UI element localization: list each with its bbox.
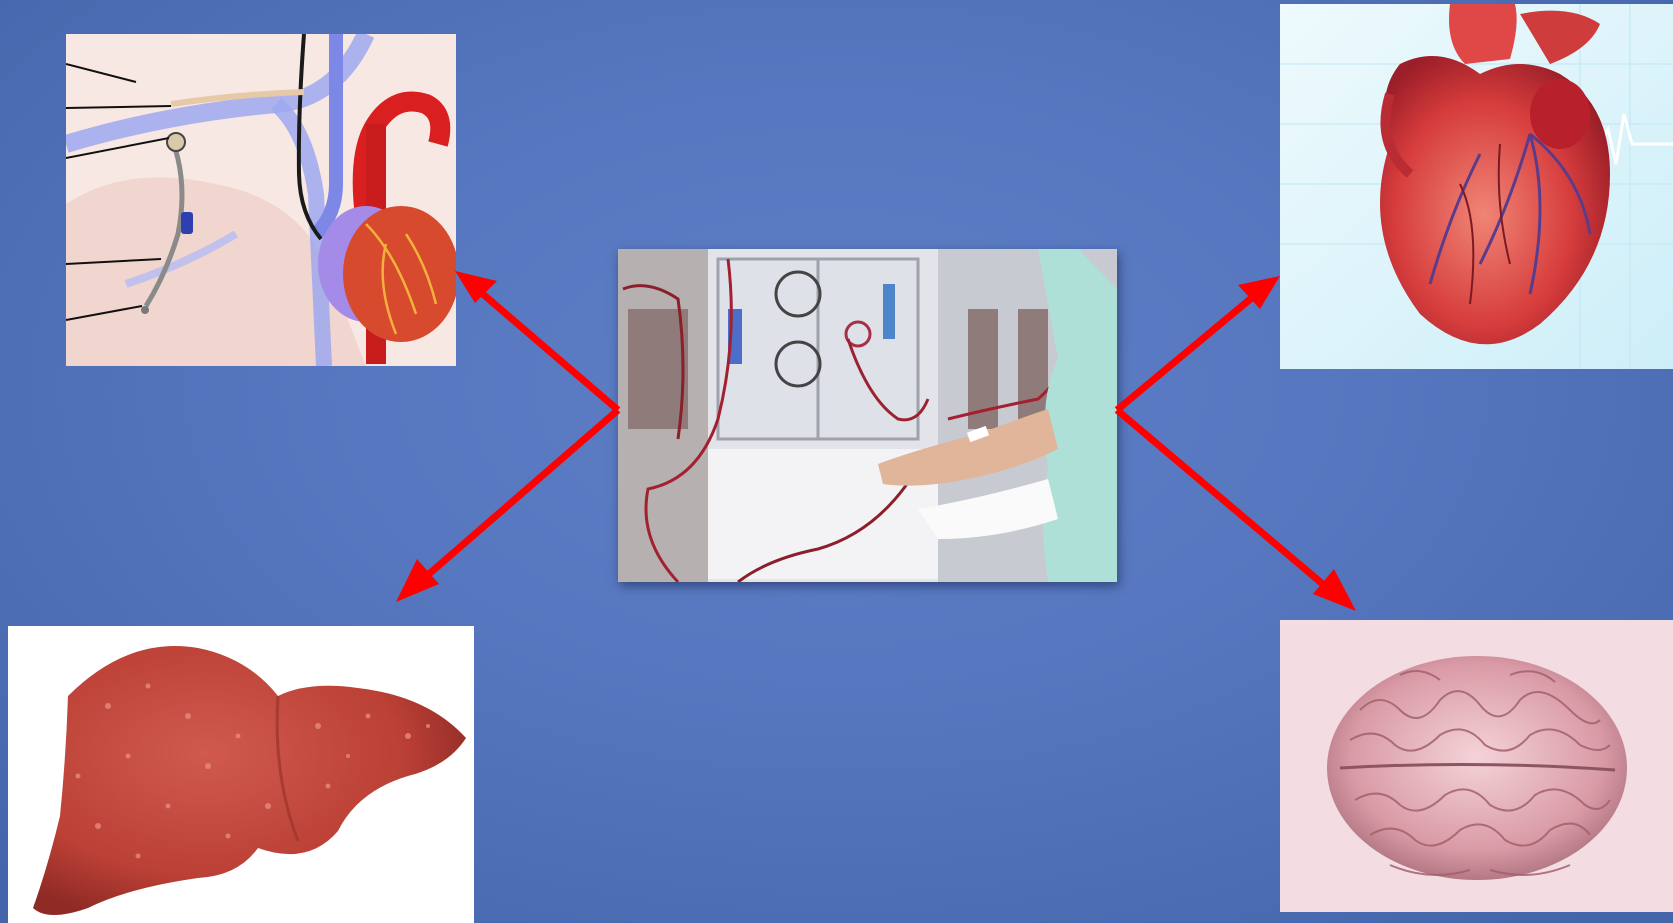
- hemodialysis-image: [618, 249, 1117, 582]
- arrow-to-liver-image: [414, 410, 618, 587]
- catheter-heart-image: [66, 34, 456, 366]
- arrowhead-liver: [396, 559, 439, 602]
- hemodialysis-photo: [618, 249, 1117, 582]
- heart-illustration: [1280, 4, 1673, 369]
- liver-illustration: [8, 626, 474, 923]
- heart-image: [1280, 4, 1673, 369]
- catheter-heart-illustration: [66, 34, 456, 366]
- arrowhead-brain: [1313, 569, 1356, 611]
- arrowhead-catheter: [455, 271, 497, 303]
- arrow-to-brain-image: [1117, 410, 1338, 597]
- brain-image: [1280, 620, 1673, 912]
- arrow-to-catheter-image: [470, 283, 618, 410]
- brain-illustration: [1280, 620, 1673, 912]
- arrow-to-heart-image: [1117, 291, 1260, 410]
- liver-image: [8, 626, 474, 923]
- arrowhead-heart: [1238, 276, 1280, 309]
